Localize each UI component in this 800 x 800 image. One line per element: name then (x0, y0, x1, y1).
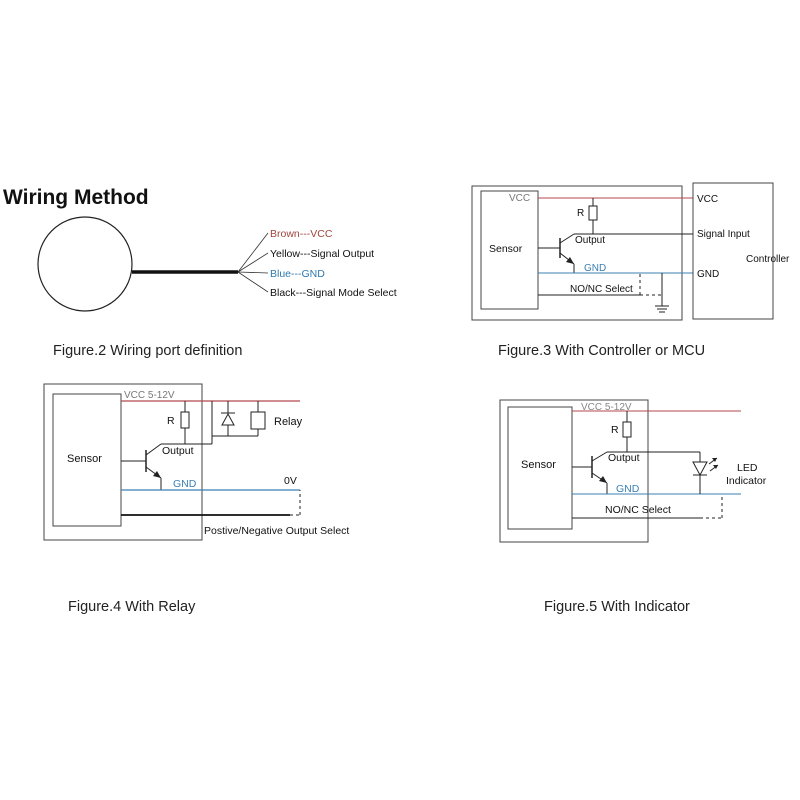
wire-black (237, 271, 269, 293)
controller-signal-label: Signal Input (697, 229, 750, 240)
sensor-label: Sensor (67, 453, 102, 465)
sensor-label: Sensor (521, 459, 556, 471)
transistor-collector (559, 233, 575, 244)
resistor-label: R (611, 424, 619, 436)
output-label: Output (608, 452, 640, 464)
sensor-label: Sensor (489, 243, 523, 255)
controller-box (692, 182, 774, 320)
figure-2-caption: Figure.2 Wiring port definition (53, 343, 242, 359)
transistor-collector (591, 451, 608, 462)
zero-v-label: 0V (284, 475, 297, 487)
wire-label-blue: Blue---GND (270, 268, 325, 280)
nonc-label: NO/NC Select (570, 284, 633, 295)
figure-5-indicator: Sensor VCC 5-12V R Output GND LED Indica… (499, 399, 767, 615)
wire-blue (237, 271, 269, 274)
sensor-box (480, 190, 539, 310)
diode-icon (221, 412, 235, 426)
led-ray-arrow-1 (712, 458, 717, 462)
wire-label-brown: Brown---VCC (270, 228, 333, 240)
outer-frame (499, 399, 649, 543)
output-label: Output (575, 235, 605, 246)
resistor (622, 421, 632, 438)
figure-2-wiring-port: Brown---VCC Yellow---Signal Output Blue-… (37, 216, 397, 359)
led-ray-arrow-2 (713, 465, 718, 469)
wire-yellow (237, 252, 269, 273)
sensor-circle (37, 216, 133, 312)
figure-3-controller: Sensor VCC R Output GND NO/NC Select VCC (471, 182, 790, 359)
figure-4-caption: Figure.4 With Relay (68, 599, 196, 615)
nonc-label: NO/NC Select (605, 504, 671, 516)
sensor-box (507, 406, 573, 530)
resistor-label: R (167, 415, 175, 427)
wire-label-black: Black---Signal Mode Select (270, 287, 397, 299)
output-label: Output (162, 445, 194, 457)
page-heading: Wiring Method (3, 186, 149, 209)
resistor (180, 411, 190, 429)
vcc-label: VCC 5-12V (124, 390, 175, 401)
vcc-label: VCC 5-12V (581, 402, 632, 413)
controller-gnd-label: GND (697, 269, 719, 280)
controller-label: Controller (746, 254, 790, 265)
led-label: LED (737, 462, 758, 474)
emitter-arrow (566, 257, 574, 264)
figure-5-caption: Figure.5 With Indicator (544, 599, 690, 615)
sensor-box (52, 393, 122, 527)
gnd-label: GND (173, 478, 197, 490)
figure-4-relay: Sensor VCC 5-12V R Relay Output GND 0V (43, 383, 349, 615)
gnd-label: GND (616, 483, 640, 495)
outer-frame (471, 185, 683, 321)
select-label: Postive/Negative Output Select (204, 525, 349, 537)
resistor (588, 205, 598, 221)
transistor-collector (145, 443, 162, 456)
resistor-label: R (577, 208, 584, 219)
wire-brown (237, 232, 269, 273)
gnd-label: GND (584, 263, 606, 274)
indicator-label: Indicator (726, 475, 767, 487)
figure-3-caption: Figure.3 With Controller or MCU (498, 343, 705, 359)
led-icon (692, 461, 708, 477)
relay-label: Relay (274, 416, 303, 428)
emitter-arrow (599, 476, 607, 483)
outer-frame (43, 383, 203, 541)
vcc-label: VCC (509, 193, 530, 204)
wire-label-yellow: Yellow---Signal Output (270, 248, 374, 260)
controller-vcc-label: VCC (697, 194, 718, 205)
relay-coil-icon (250, 411, 266, 430)
emitter-arrow (153, 471, 161, 478)
